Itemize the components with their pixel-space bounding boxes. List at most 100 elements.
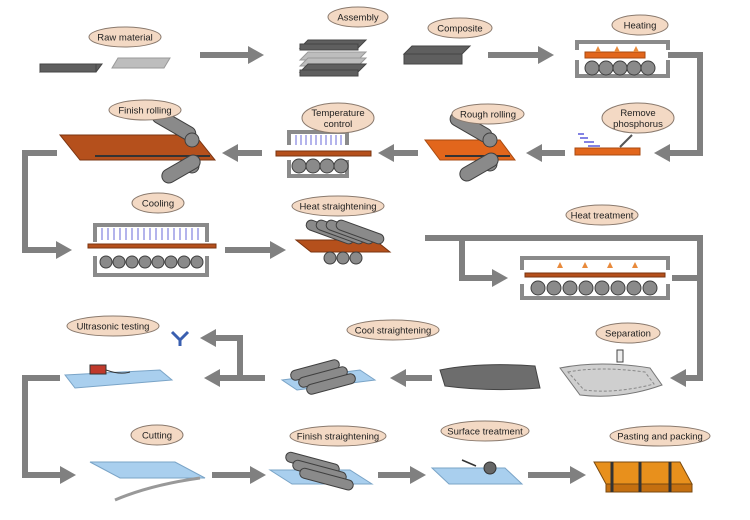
label-bubble (130, 424, 184, 446)
label-text: Finish straightening (297, 432, 379, 443)
pasting-packing-illustration (593, 461, 693, 493)
assembly-illustration (298, 39, 368, 77)
remove-phosphorus-illustration (574, 133, 641, 156)
composite-illustration (402, 45, 472, 65)
flow-arrows (22, 46, 703, 484)
label-text: Heating (624, 21, 657, 32)
label-bubble (289, 425, 387, 447)
label-heat-straightening: Heat straightening (291, 195, 385, 217)
label-bubble (609, 425, 711, 447)
label-ultrasonic-testing: Ultrasonic testing (66, 315, 160, 337)
label-bubble (451, 103, 525, 125)
arrowhead (222, 144, 238, 162)
label-text: Pasting and packing (617, 432, 703, 443)
label-text: Ultrasonic testing (77, 322, 150, 333)
cooling-illustration (87, 223, 217, 277)
arrowhead (200, 329, 216, 347)
arrow-ultrasonic-return (214, 335, 243, 378)
label-bubble (595, 322, 661, 344)
label-text: Assembly (337, 13, 378, 24)
label-bubble (611, 14, 669, 36)
flame-icon (557, 262, 638, 268)
label-heating: Heating (611, 14, 669, 36)
arrow-heating-to-phosphorus (668, 52, 703, 156)
cool-straightening-illustration (280, 359, 541, 395)
label-text: Heat straightening (299, 202, 376, 213)
label-bubble (131, 192, 185, 214)
label-separation: Separation (595, 322, 661, 344)
arrowhead (654, 144, 670, 162)
arrowhead (670, 369, 686, 387)
label-rough-rolling: Rough rolling (451, 103, 525, 125)
label-finish-rolling: Finish rolling (108, 99, 182, 121)
arrow-into-heat-treatment (459, 238, 494, 281)
label-cooling: Cooling (131, 192, 185, 214)
label-bubble (301, 102, 375, 134)
arrowhead (570, 466, 586, 484)
label-bubble (88, 26, 162, 48)
label-text: Remove (620, 108, 655, 119)
label-cutting: Cutting (130, 424, 184, 446)
label-text: Cool straightening (355, 326, 432, 337)
arrowhead (390, 369, 406, 387)
label-heat-treatment: Heat treatment (565, 204, 639, 226)
label-cool-straightening: Cool straightening (346, 319, 440, 341)
label-bubble (291, 195, 385, 217)
heat-treatment-illustration (520, 256, 670, 300)
arrow-finish-to-cooling (22, 150, 58, 253)
label-text: Cooling (142, 199, 174, 210)
label-pasting-and-packing: Pasting and packing (609, 425, 711, 447)
label-bubble (346, 319, 440, 341)
label-text: Finish rolling (118, 106, 171, 117)
label-bubble (327, 6, 389, 28)
arrow-ultrasonic-to-cutting (22, 375, 62, 478)
label-bubble (66, 315, 160, 337)
arrow-heat-treatment-flow (425, 235, 703, 381)
ultrasonic-testing-illustration (64, 330, 190, 389)
label-text: Separation (605, 329, 651, 340)
label-text: Raw material (97, 33, 152, 44)
arrowhead (410, 466, 426, 484)
label-bubble (440, 420, 530, 442)
arrowhead (56, 241, 72, 259)
arrowhead (378, 144, 394, 162)
raw-material-illustration (39, 57, 171, 73)
probe-icon (170, 330, 190, 346)
arrowhead (492, 269, 508, 287)
arrowhead (250, 466, 266, 484)
finish-straightening-illustration (268, 451, 374, 491)
label-bubble (601, 102, 675, 134)
label-finish-straightening: Finish straightening (289, 425, 387, 447)
label-text: Surface treatment (447, 427, 523, 438)
arrowhead (270, 241, 286, 259)
arrowhead (248, 46, 264, 64)
label-text: control (324, 119, 353, 130)
flame-icon (595, 46, 639, 52)
label-raw-material: Raw material (88, 26, 162, 48)
heating-furnace-illustration (575, 40, 670, 78)
label-text: Heat treatment (571, 211, 634, 222)
label-text: Rough rolling (460, 110, 516, 121)
label-bubble (108, 99, 182, 121)
arrowhead (60, 466, 76, 484)
arrowhead (204, 369, 220, 387)
label-text: Cutting (142, 431, 172, 442)
separation-illustration (559, 349, 663, 397)
label-bubble (565, 204, 639, 226)
label-assembly: Assembly (327, 6, 389, 28)
arrowhead (526, 144, 542, 162)
cutting-illustration (89, 461, 206, 502)
label-text: Composite (437, 24, 482, 35)
label-text: phosphorus (613, 119, 663, 130)
surface-treatment-illustration (430, 459, 524, 485)
heat-straightening-illustration (294, 219, 392, 265)
label-surface-treatment: Surface treatment (440, 420, 530, 442)
label-composite: Composite (427, 17, 493, 39)
temperature-control-illustration (275, 130, 372, 178)
label-text: Temperature (311, 108, 364, 119)
label-bubble (427, 17, 493, 39)
